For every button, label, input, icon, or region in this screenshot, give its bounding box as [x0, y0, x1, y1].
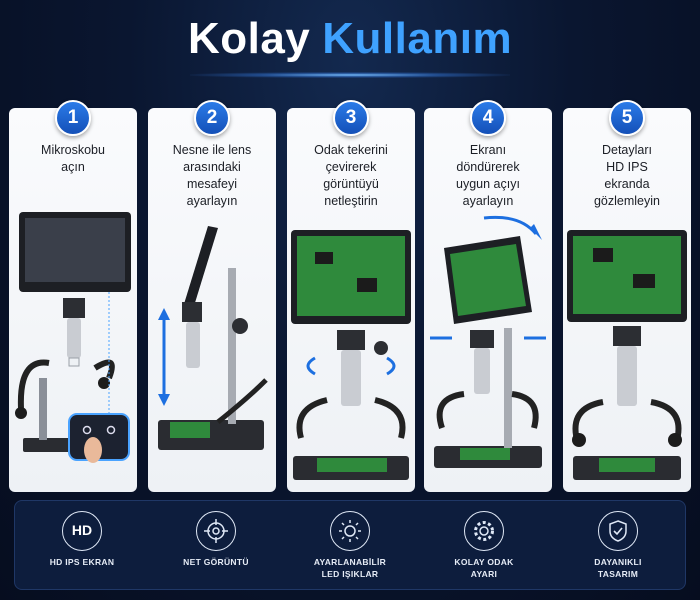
feature-led: AYARLANABİLİR LED IŞIKLAR [283, 501, 417, 591]
feature-focus: KOLAY ODAK AYARI [417, 501, 551, 591]
step-label: Mikroskobu açın [41, 143, 105, 174]
step-label: Ekranı döndürerek uygun açıyı ayarlayın [456, 143, 520, 208]
step-card-1: 1 Mikroskobu açın [9, 100, 137, 492]
rotate-arrows-icon [430, 215, 546, 340]
title-word-2: Kullanım [322, 14, 513, 63]
step-label: Odak tekerini çevirerek görüntüyü netleş… [314, 143, 388, 208]
gear-icon [464, 511, 504, 551]
step-number-badge: 3 [333, 100, 369, 136]
microscope-illustration [567, 230, 687, 480]
feature-hd: HD HD IPS EKRAN [15, 501, 149, 591]
step-number-badge: 4 [470, 100, 506, 136]
steps-row: 1 Mikroskobu açın 2 Nesne ile lens arası… [9, 100, 691, 492]
step-number-badge: 5 [609, 100, 645, 136]
circuit-board-icon [573, 236, 681, 314]
step-card-2: 2 Nesne ile lens arasındaki mesafeyi aya… [148, 100, 276, 492]
hd-icon: HD [62, 511, 102, 551]
feature-durable: DAYANIKLI TASARIM [551, 501, 685, 591]
crosshair-icon [196, 511, 236, 551]
step-label: Nesne ile lens arasındaki mesafeyi ayarl… [172, 143, 252, 208]
feature-label: DAYANIKLI TASARIM [594, 557, 642, 579]
microscope-illustration [430, 215, 546, 468]
microscope-illustration [158, 226, 268, 450]
step-number-badge: 1 [55, 100, 91, 136]
step-label: Detayları HD IPS ekranda gözlemleyin [593, 143, 660, 208]
feature-label: AYARLANABİLİR LED IŞIKLAR [313, 557, 387, 579]
feature-net: NET GÖRÜNTÜ [149, 501, 283, 591]
shield-check-icon [598, 511, 638, 551]
sun-icon [330, 511, 370, 551]
microscope-illustration [291, 230, 411, 480]
feature-label: NET GÖRÜNTÜ [183, 557, 249, 567]
rotate-arrows-icon [306, 356, 396, 376]
vertical-arrows-icon [158, 308, 170, 406]
step-card-4: 4 Ekranı döndürerek uygun açıyı ayarlayı… [424, 100, 552, 492]
step-number-badge: 2 [194, 100, 230, 136]
hd-badge-text: HD [71, 522, 93, 538]
title-word-1: Kolay [187, 14, 311, 63]
microscope-illustration [15, 212, 131, 463]
finger-icon [84, 437, 102, 463]
title-glow [190, 72, 510, 78]
step-card-5: 5 Detayları HD IPS ekranda gözlemleyin [563, 100, 691, 492]
step-card-3: 3 Odak tekerini çevirerek görüntüyü netl… [287, 100, 415, 492]
features-panel: HD HD IPS EKRAN NET GÖRÜNTÜ AYARLANABİLİ… [14, 500, 686, 590]
feature-label: KOLAY ODAK AYARI [454, 557, 514, 579]
feature-label: HD IPS EKRAN [49, 557, 115, 567]
power-button-icon [82, 425, 92, 435]
